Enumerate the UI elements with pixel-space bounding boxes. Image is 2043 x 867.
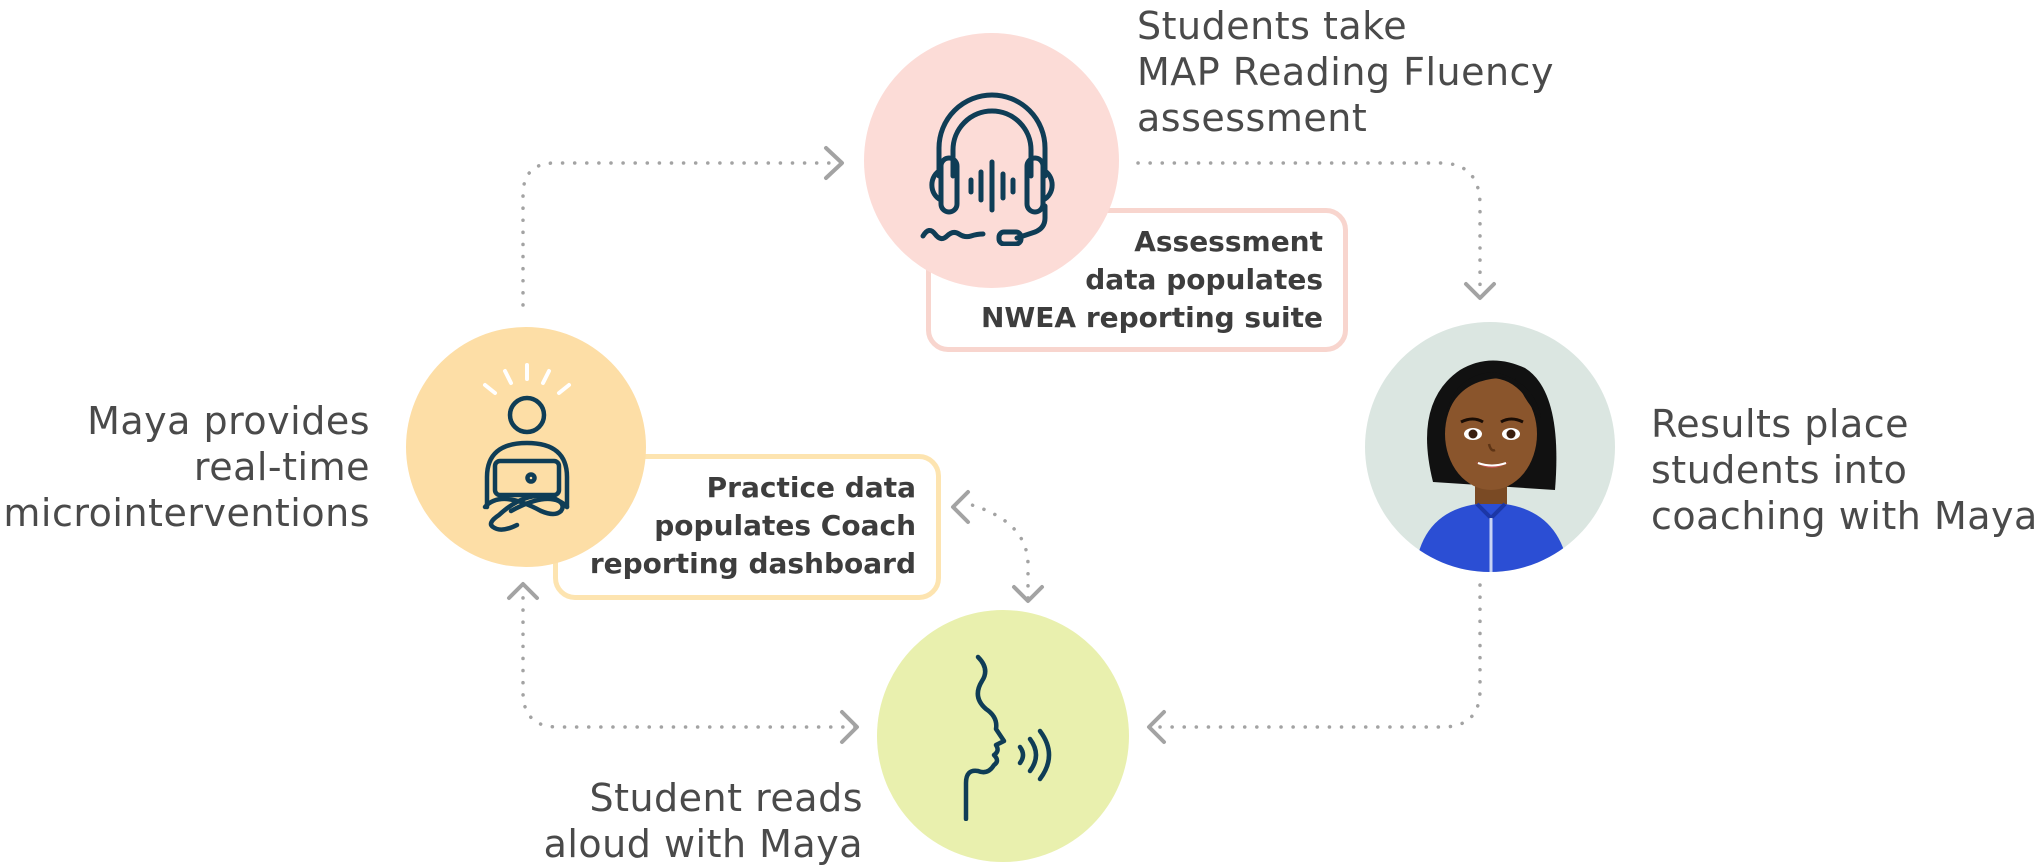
- microinterventions-label-line-2: real-time: [193, 445, 370, 489]
- arrowhead-left-read: [1147, 710, 1166, 744]
- maya-avatar: [1415, 360, 1569, 572]
- coaching-label-line-3: coaching with Maya: [1651, 494, 2038, 538]
- connector-read-to-maya: [521, 588, 857, 729]
- assessment-data-line-2: data populates: [1085, 263, 1323, 296]
- microinterventions-label-line-3: microinterventions: [3, 491, 370, 535]
- practice-data-line-2: populates Coach: [654, 509, 916, 542]
- read-aloud-label-line-2: aloud with Maya: [543, 822, 863, 866]
- arrowhead-right-top: [824, 146, 844, 180]
- headphones-icon: [920, 92, 1055, 246]
- practice-data-line-3: reporting dashboard: [589, 547, 916, 580]
- coaching-label: Results place students into coaching wit…: [1651, 401, 2038, 539]
- arrowhead-up-maya: [507, 582, 539, 600]
- assessment-label-line-1: Students take: [1137, 4, 1408, 48]
- coaching-node: [1365, 322, 1615, 572]
- read-aloud-label: Student reads aloud with Maya: [544, 775, 863, 867]
- connector-coaching-to-read: [1158, 583, 1482, 729]
- read-aloud-node: [877, 610, 1129, 862]
- microinterventions-label-line-1: Maya provides: [87, 399, 370, 443]
- arrowhead-left-practice: [951, 490, 970, 524]
- microinterventions-node: [406, 327, 646, 567]
- assessment-label-line-3: assessment: [1137, 96, 1368, 140]
- read-aloud-label-line-1: Student reads: [589, 776, 863, 820]
- practice-data-line-1: Practice data: [706, 471, 916, 504]
- practice-data-box: Practice data populates Coach reporting …: [553, 454, 941, 600]
- microinterventions-label: Maya provides real-time microinterventio…: [3, 398, 370, 536]
- connector-maya-to-assessment: [521, 161, 838, 307]
- coaching-label-line-2: students into: [1651, 448, 1908, 492]
- speaking-face-icon: [963, 654, 1052, 821]
- coaching-label-line-1: Results place: [1651, 402, 1910, 446]
- connector-read-practice: [963, 501, 1030, 600]
- arrowhead-down-read: [1012, 585, 1044, 603]
- assessment-data-line-1: Assessment: [1134, 225, 1323, 258]
- assessment-data-line-3: NWEA reporting suite: [980, 301, 1323, 334]
- assessment-node: [864, 33, 1119, 288]
- arrowhead-down-coaching: [1464, 282, 1496, 300]
- student-tablet-icon: [482, 363, 571, 532]
- assessment-label: Students take MAP Reading Fluency assess…: [1137, 3, 1554, 141]
- arrowhead-right-read: [840, 710, 859, 744]
- assessment-label-line-2: MAP Reading Fluency: [1137, 50, 1554, 94]
- connector-assessment-to-coaching: [1136, 161, 1482, 292]
